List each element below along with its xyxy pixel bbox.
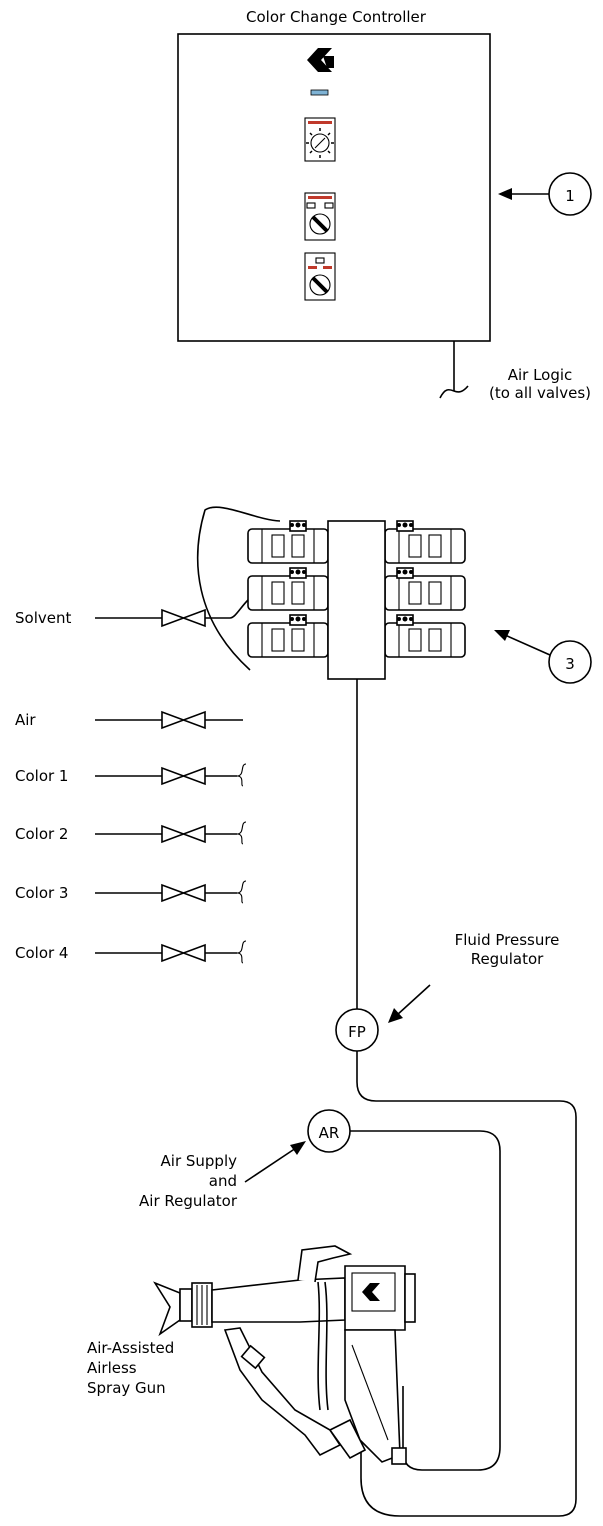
input-label: Color 1 (15, 767, 68, 785)
fp-symbol: FP (348, 1023, 366, 1041)
selector-switch-1-icon (304, 192, 336, 241)
input-label: Color 2 (15, 825, 68, 843)
air-logic-sublabel: (to all valves) (489, 384, 591, 402)
input-label: Air (15, 711, 36, 729)
air-logic-label: Air Logic (508, 366, 573, 384)
break-mark (236, 940, 247, 964)
fluid-line (356, 679, 577, 1517)
shutoff-valve-icon (161, 608, 206, 628)
ar-label-line2: and (209, 1172, 237, 1190)
logo-icon (307, 48, 334, 96)
input-line-6: Color 4 (15, 940, 247, 964)
input-label: Solvent (15, 609, 71, 627)
break-mark (236, 821, 247, 845)
fluid-pressure-regulator: FP (335, 984, 431, 1052)
shutoff-valve-icon (161, 883, 206, 903)
spray-gun-label-line2: Airless (87, 1359, 137, 1377)
fp-label-line1: Fluid Pressure (455, 931, 560, 949)
valve-left-2 (247, 567, 329, 611)
ar-label-line3: Air Regulator (139, 1192, 238, 1210)
ar-symbol: AR (319, 1124, 340, 1142)
input-label: Color 4 (15, 944, 68, 962)
air-logic-line (439, 341, 469, 399)
break-mark (236, 880, 247, 904)
input-line-1: Solvent (15, 599, 249, 628)
break-mark (236, 763, 247, 787)
fp-label-line2: Regulator (471, 950, 544, 968)
input-line-4: Color 2 (15, 821, 247, 845)
shutoff-valve-icon (161, 824, 206, 844)
valve-right-3 (384, 614, 466, 658)
valve-left-1 (247, 520, 329, 564)
spray-gun-label-line3: Spray Gun (87, 1379, 166, 1397)
callout-3: 3 (494, 630, 592, 684)
input-line-3: Color 1 (15, 763, 247, 787)
input-line-2: Air (15, 710, 243, 730)
input-label: Color 3 (15, 884, 68, 902)
ar-label-line1: Air Supply (161, 1152, 238, 1170)
spray-gun-icon (153, 1245, 416, 1465)
controller-box (177, 33, 491, 342)
valve-left-3 (247, 614, 329, 658)
valve-right-2 (384, 567, 466, 611)
input-line-5: Color 3 (15, 880, 247, 904)
selector-switch-2-icon (304, 252, 336, 301)
shutoff-valve-icon (161, 766, 206, 786)
svg-text:1: 1 (565, 187, 575, 205)
shutoff-valve-icon (161, 710, 206, 730)
color-selector-dial-icon (304, 117, 336, 162)
air-regulator: AR (244, 1109, 501, 1471)
callout-1: 1 (498, 172, 592, 216)
svg-text:3: 3 (565, 655, 575, 673)
valve-right-1 (384, 520, 466, 564)
valve-manifold (196, 506, 466, 680)
controller-title: Color Change Controller (246, 8, 427, 26)
shutoff-valve-icon (161, 943, 206, 963)
spray-gun-label-line1: Air-Assisted (87, 1339, 174, 1357)
